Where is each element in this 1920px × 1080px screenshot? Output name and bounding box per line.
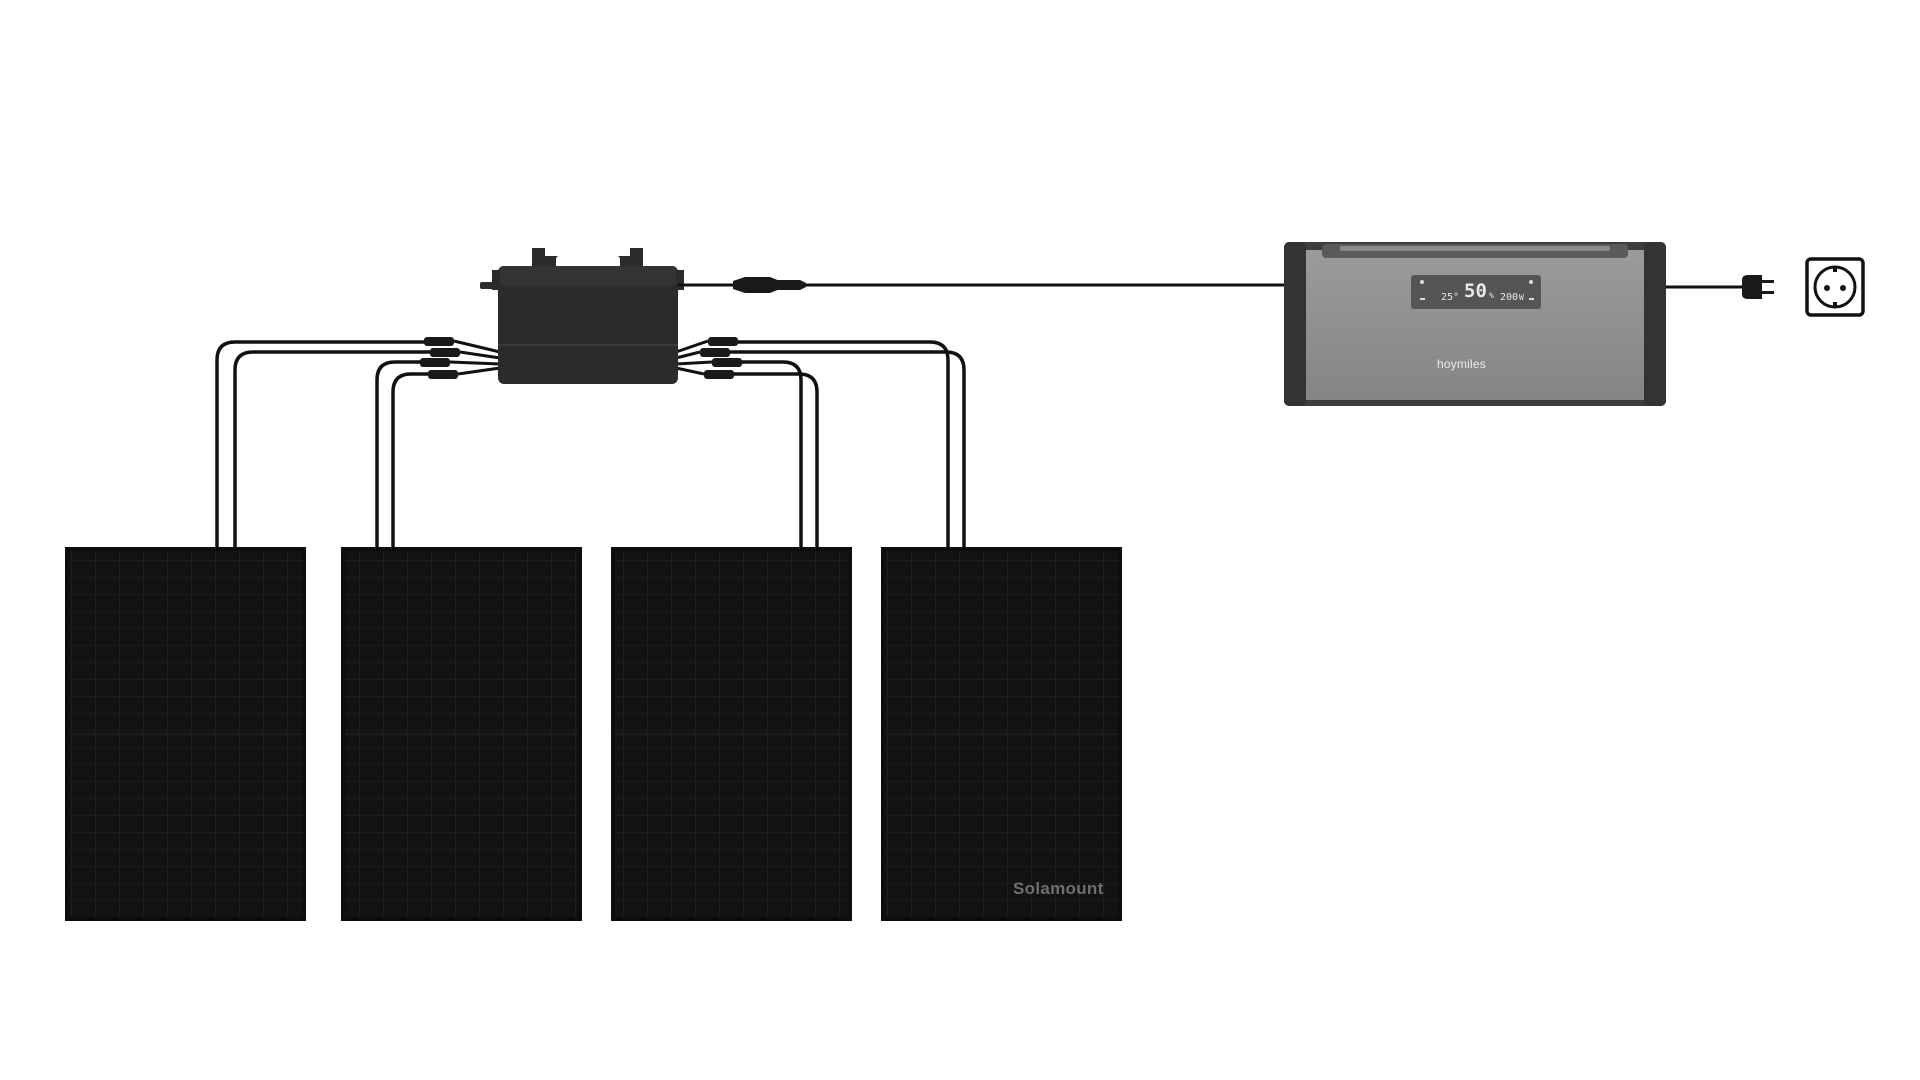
cable-panel-1-a — [215, 340, 432, 549]
power-plug-icon — [1666, 275, 1774, 299]
solar-panel-2 — [341, 547, 582, 921]
cable-panel-2-a — [375, 360, 432, 549]
battery-display-power: 200 — [1500, 292, 1519, 303]
battery-display-power-unit: W — [1519, 293, 1524, 302]
cable-panel-1-b — [233, 350, 432, 549]
battery-display-temperature: 25° — [1441, 292, 1460, 303]
battery-display-percent: 50 — [1464, 280, 1487, 302]
watermark: Solamount — [1013, 879, 1104, 898]
wall-socket-icon — [1805, 257, 1865, 317]
microinverter-icon — [480, 248, 684, 384]
cable-panel-4-a — [718, 340, 950, 549]
cable-panel-4-b — [718, 350, 966, 549]
battery-brand-logo: hoymiles — [1437, 357, 1486, 371]
battery-display — [1411, 275, 1541, 309]
solar-panel-1 — [65, 547, 306, 921]
battery-storage-icon — [1284, 242, 1666, 406]
solar-panel-3 — [611, 547, 852, 921]
cable-panel-3-b — [718, 372, 819, 549]
mc4-connectors — [420, 337, 742, 379]
ac-cable — [678, 277, 1285, 293]
battery-display-percent-unit: % — [1489, 291, 1494, 300]
cable-panel-2-b — [391, 372, 432, 549]
solar-panel-4 — [881, 547, 1122, 921]
cable-panel-3-a — [718, 360, 803, 549]
solar-panels — [65, 547, 1122, 921]
dc-cables — [215, 340, 966, 549]
